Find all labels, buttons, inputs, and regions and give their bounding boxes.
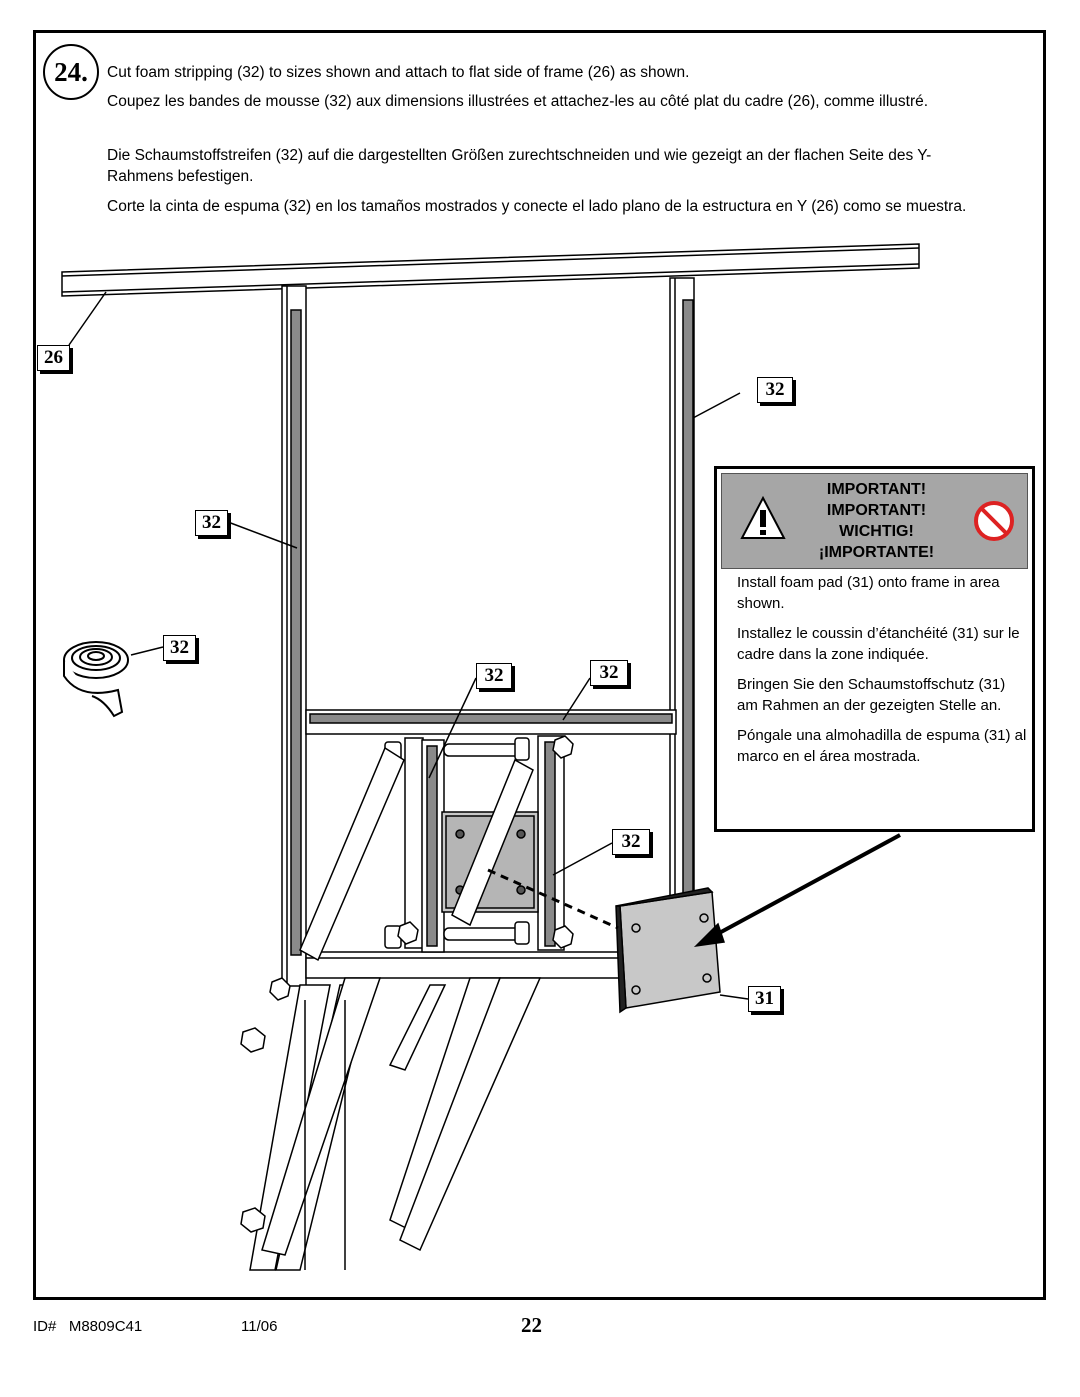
foam-strip-crossbar [309,713,673,724]
step-number: 24. [43,44,99,100]
notice-title-es: ¡IMPORTANTE! [818,544,935,561]
document-id: ID# M8809C41 [33,1318,143,1335]
callout-foam-inner-upright: 32 [476,663,512,689]
frame-top-bar [61,243,920,297]
notice-text-es: Póngale una almohadilla de espuma (31) a… [737,727,1027,765]
foam-roll-icon [63,641,129,718]
foam-pad-31 [619,891,721,1009]
notice-body: Install foam pad (31) onto frame in area… [737,573,1027,777]
page-border [33,30,1046,1300]
notice-text-fr: Installez le coussin d’étanchéité (31) s… [737,625,1020,663]
foam-strip-right [682,299,694,896]
notice-title-en: IMPORTANT! [826,481,927,498]
instruction-german: Die Schaumstoffstreifen (32) auf die dar… [107,147,932,185]
callout-foam-pad-31: 31 [748,986,781,1012]
warning-triangle-icon [740,496,786,539]
mount-bracket-left [404,737,424,949]
important-notice: IMPORTANT! IMPORTANT! WICHTIG! ¡IMPORTAN… [714,466,1035,832]
instruction-spanish: Corte la cinta de espuma (32) en los tam… [107,198,967,215]
notice-text-de: Bringen Sie den Schaumstoffschutz (31) a… [737,676,1006,714]
callout-frame-26: 26 [37,345,70,371]
notice-header: IMPORTANT! IMPORTANT! WICHTIG! ¡IMPORTAN… [721,473,1028,569]
notice-title-fr: IMPORTANT! [826,502,927,519]
callout-foam-crossbar: 32 [590,660,628,686]
callout-foam-roll: 32 [163,635,196,661]
callout-foam-left-upright: 32 [195,510,228,536]
notice-title-de: WICHTIG! [839,523,914,540]
foam-strip-left [290,309,302,956]
prohibited-icon [974,501,1014,541]
instruction-french: Coupez les bandes de mousse (32) aux dim… [107,93,929,110]
notice-text-en: Install foam pad (31) onto frame in area… [737,574,1000,612]
callout-foam-lower-right: 32 [612,829,650,855]
frame-bottom-bar [305,951,627,979]
foam-strip-lower-right [544,741,556,947]
foam-strip-inner [426,745,438,947]
callout-foam-right-upright: 32 [757,377,793,403]
page-number: 22 [521,1313,542,1337]
notice-titles: IMPORTANT! IMPORTANT! WICHTIG! ¡IMPORTAN… [782,479,971,563]
document-date: 11/06 [241,1318,278,1335]
instruction-english: Cut foam stripping (32) to sizes shown a… [107,64,690,81]
